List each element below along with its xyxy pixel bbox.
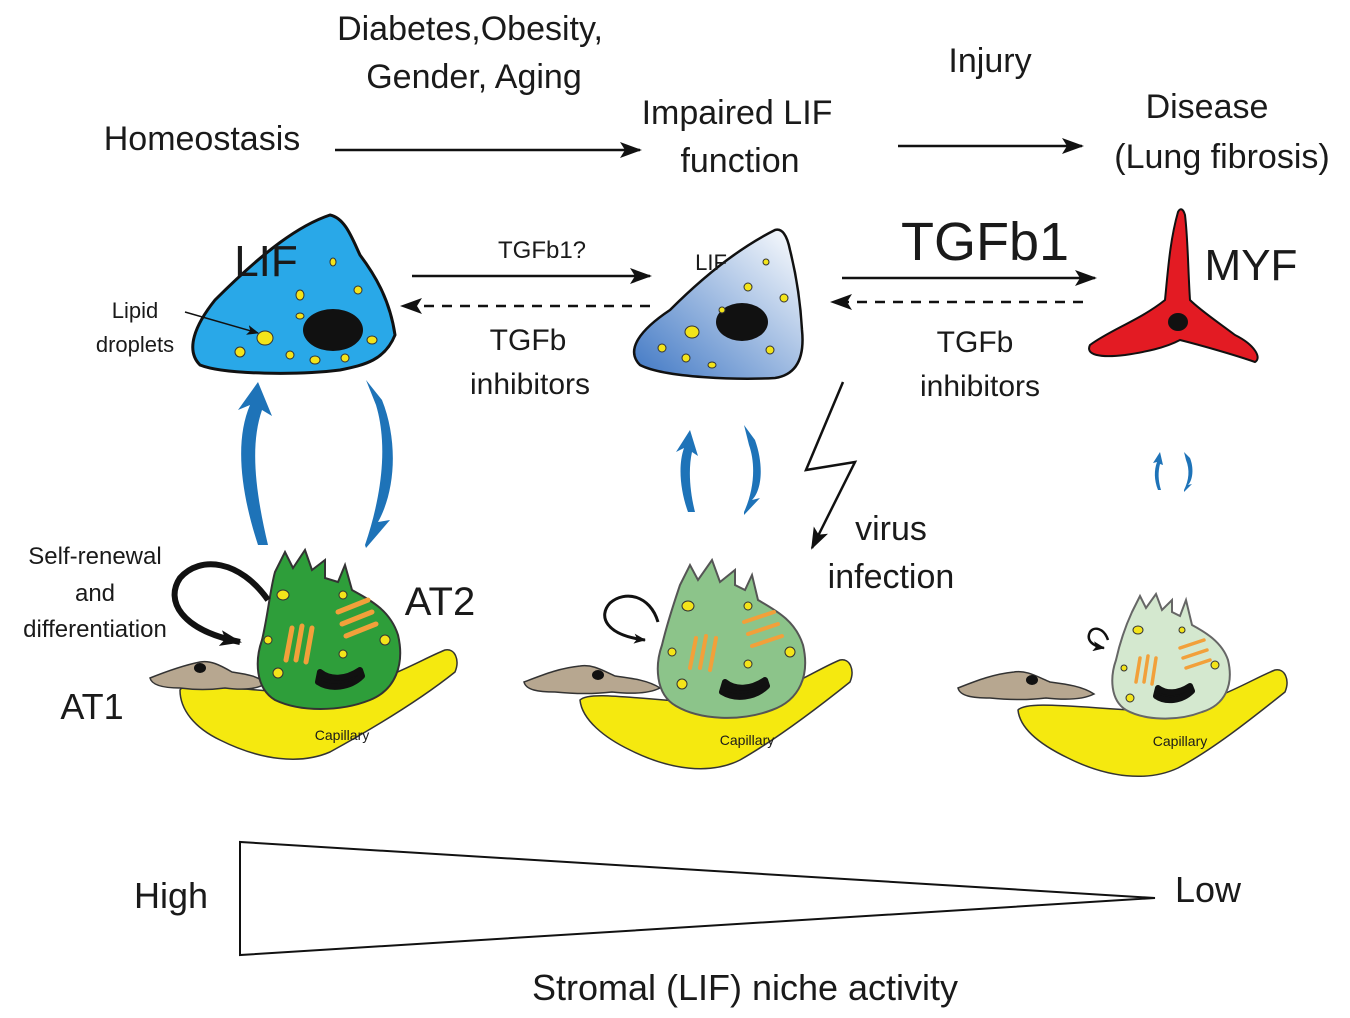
- lif-nucleus: [303, 309, 363, 351]
- capillary-label-healthy: Capillary: [315, 727, 369, 743]
- lif-cell: [191, 213, 397, 375]
- at2-droplets-impaired: [667, 600, 796, 690]
- gradient-caption: Stromal (LIF) niche activity: [532, 967, 958, 1008]
- at1-nucleus-disease: [1026, 675, 1038, 685]
- virus-lightning-arrow: [803, 381, 858, 550]
- lipid-droplets: [234, 257, 378, 365]
- lipid-pointer-arrow: [184, 311, 259, 335]
- at1-nucleus: [194, 663, 206, 673]
- virus-line2: infection: [828, 558, 955, 596]
- crosstalk-arrows-disease: [1153, 452, 1193, 492]
- gradient-low-label: Low: [1175, 869, 1242, 910]
- crosstalk-up-arrow-disease: [1153, 452, 1163, 490]
- self-renewal-arrow-impaired: [603, 594, 660, 644]
- alveolar-unit-impaired: Capillary: [523, 557, 853, 770]
- lipid-label-line1: Lipid: [112, 298, 158, 323]
- at1-cell-impaired: [523, 664, 662, 695]
- impaired-cell-body: [632, 228, 804, 380]
- lamellar-bodies-disease: [1134, 638, 1212, 686]
- inhibitors-left-line1: TGFb: [490, 324, 567, 357]
- lamellar-bodies-healthy: [283, 597, 379, 665]
- at1-cell: [149, 660, 267, 691]
- self-renewal-arrow-disease: [1087, 627, 1110, 652]
- at1-cell-disease: [957, 670, 1096, 701]
- at2-nucleus-disease: [1153, 683, 1195, 704]
- tgfb1-question-label: TGFb1?: [498, 237, 586, 264]
- at2-nucleus-healthy: [315, 667, 365, 690]
- impaired-nucleus: [716, 303, 768, 341]
- crosstalk-down-arrow-disease: [1184, 452, 1193, 492]
- at1-nucleus-impaired: [592, 670, 604, 680]
- impaired-lif-label: LIF: [695, 250, 727, 275]
- crosstalk-arrows-healthy: [238, 380, 393, 548]
- niche-activity-wedge: [239, 840, 1156, 957]
- crosstalk-up-arrow-impaired: [676, 430, 698, 512]
- homeostasis-label: Homeostasis: [104, 120, 301, 158]
- virus-line1: virus: [855, 510, 927, 548]
- at2-cell-disease: [1111, 591, 1231, 720]
- tgfb1-label: TGFb1: [901, 212, 1069, 272]
- at2-cell-healthy: [256, 547, 402, 710]
- disease-line2: (Lung fibrosis): [1114, 138, 1329, 176]
- crosstalk-down-arrow-impaired: [744, 425, 761, 515]
- at2-cell-impaired: [656, 557, 807, 719]
- impaired-lif-cell: [632, 228, 804, 380]
- at2-droplets-disease: [1120, 625, 1220, 703]
- inhibitors-right-line1: TGFb: [937, 326, 1014, 359]
- at2-label: AT2: [405, 580, 475, 624]
- at2-nucleus-impaired: [719, 677, 770, 700]
- myf-cell: [1088, 208, 1259, 364]
- capillary-label-impaired: Capillary: [720, 732, 774, 748]
- inhibitors-left-line2: inhibitors: [470, 368, 590, 401]
- risk-factors-line1: Diabetes,Obesity,: [337, 10, 603, 48]
- impaired-line1: Impaired LIF: [642, 94, 833, 132]
- crosstalk-up-arrow-healthy: [238, 382, 272, 545]
- alveolar-unit-healthy: Capillary: [149, 547, 458, 760]
- self-renewal-line3: differentiation: [23, 616, 167, 643]
- lipid-label-line2: droplets: [96, 332, 174, 357]
- inhibitors-right-line2: inhibitors: [920, 370, 1040, 403]
- at2-droplets-healthy: [263, 589, 391, 679]
- self-renewal-line2: and: [75, 580, 115, 607]
- capillary-label-disease: Capillary: [1153, 733, 1207, 749]
- self-renewal-line1: Self-renewal: [28, 543, 161, 570]
- myf-nucleus: [1168, 313, 1188, 331]
- myf-label: MYF: [1205, 241, 1298, 290]
- disease-line1: Disease: [1146, 88, 1269, 126]
- lamellar-bodies-impaired: [688, 610, 784, 672]
- risk-factors-line2: Gender, Aging: [366, 58, 582, 96]
- gradient-high-label: High: [134, 875, 208, 916]
- crosstalk-down-arrow-healthy: [365, 380, 393, 548]
- lif-label: LIF: [234, 237, 298, 286]
- at1-label: AT1: [60, 686, 123, 727]
- alveolar-unit-disease: Capillary: [957, 591, 1288, 777]
- myf-cell-body: [1088, 208, 1259, 364]
- crosstalk-arrows-impaired: [676, 425, 761, 515]
- impaired-lipid-droplets: [657, 258, 789, 369]
- impaired-line2: function: [680, 142, 799, 180]
- self-renewal-arrow-healthy: [171, 561, 271, 646]
- injury-label: Injury: [948, 42, 1031, 80]
